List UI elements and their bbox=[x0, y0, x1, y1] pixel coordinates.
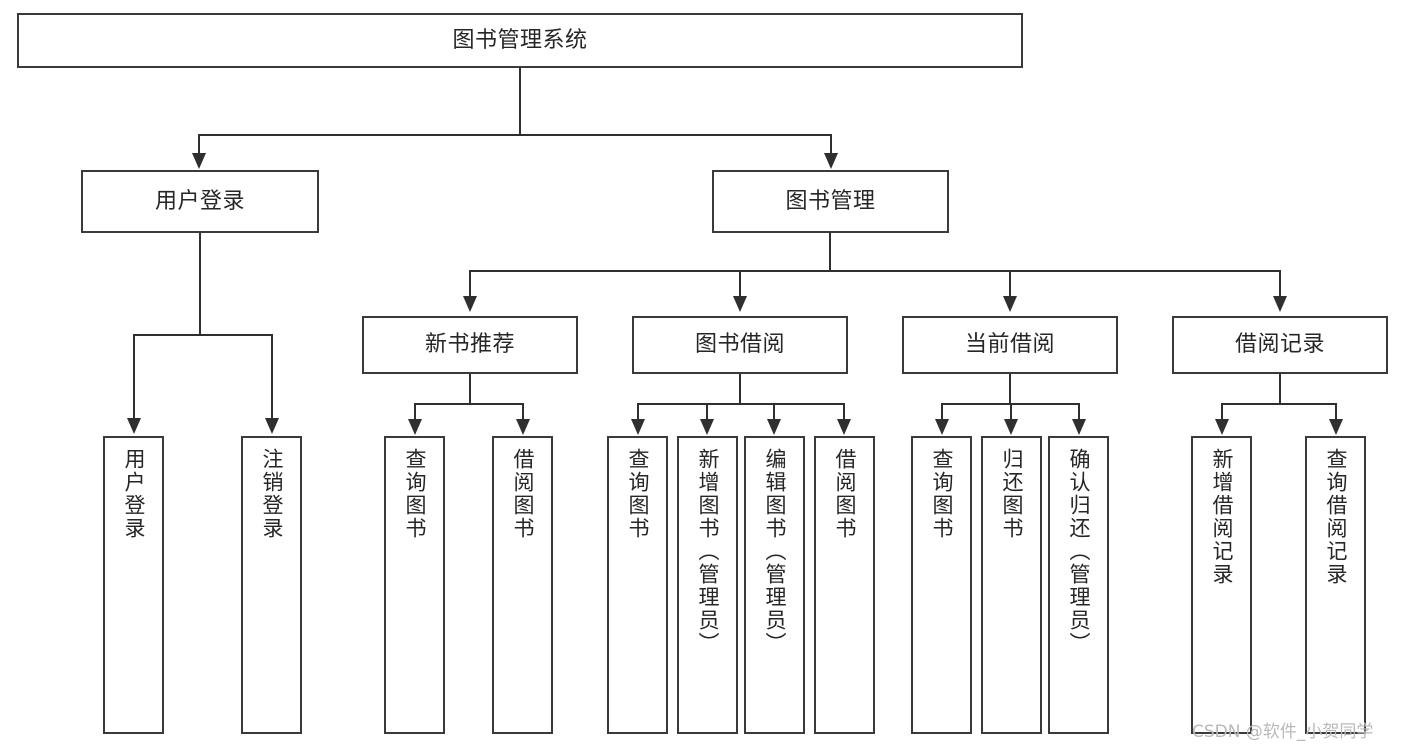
node-label: 注销登录 bbox=[260, 448, 284, 540]
arrowhead-current-borrow-leaf-1 bbox=[935, 419, 949, 435]
leaf-query-record[interactable]: 查询借阅记录 bbox=[1305, 436, 1366, 734]
node-label: 图书管理系统 bbox=[452, 27, 588, 53]
node-current-borrow[interactable]: 当前借阅 bbox=[902, 316, 1118, 374]
connector-user-login-bar bbox=[133, 334, 273, 336]
leaf-add-record[interactable]: 新增借阅记录 bbox=[1191, 436, 1252, 734]
node-root-system[interactable]: 图书管理系统 bbox=[17, 13, 1023, 68]
connector-new-book-leaf-2 bbox=[522, 403, 524, 421]
node-label: 查询借阅记录 bbox=[1324, 448, 1348, 586]
connector-root-to-book-management bbox=[830, 134, 832, 156]
leaf-query-book-1[interactable]: 查询图书 bbox=[384, 436, 445, 734]
node-book-management[interactable]: 图书管理 bbox=[712, 170, 949, 233]
leaf-borrow-book-2[interactable]: 借阅图书 bbox=[814, 436, 875, 734]
leaf-add-book[interactable]: 新增图书（管理员） bbox=[677, 436, 738, 734]
node-label: 查询图书 bbox=[403, 448, 427, 540]
connector-borrow-record-stem bbox=[1279, 374, 1281, 405]
connector-borrow-record-leaf-1 bbox=[1221, 403, 1223, 421]
arrowhead-book-borrow-leaf-4 bbox=[837, 419, 851, 435]
arrowhead-borrow-record-leaf-2 bbox=[1329, 419, 1343, 435]
node-label: 当前借阅 bbox=[964, 332, 1055, 358]
watermark-text: CSDN @软件_小贺同学 bbox=[1192, 722, 1374, 742]
leaf-return-book[interactable]: 归还图书 bbox=[981, 436, 1042, 734]
node-label: 查询图书 bbox=[930, 448, 954, 540]
leaf-query-book-2[interactable]: 查询图书 bbox=[607, 436, 668, 734]
connector-current-borrow-stem bbox=[1009, 374, 1011, 405]
connector-root-bar bbox=[198, 134, 832, 136]
connector-borrow-record-bar bbox=[1221, 403, 1337, 405]
connector-book-management-stem bbox=[829, 233, 831, 272]
arrowhead-current-borrow-leaf-3 bbox=[1072, 419, 1086, 435]
connector-user-login-to-leaf-1 bbox=[133, 334, 135, 420]
connector-new-book-stem bbox=[469, 374, 471, 405]
connector-user-login-to-leaf-2 bbox=[271, 334, 273, 420]
arrowhead-user-login-leaf-2 bbox=[265, 418, 279, 434]
node-label: 新增图书（管理员） bbox=[696, 448, 720, 655]
connector-bm-to-book-borrow bbox=[739, 270, 741, 298]
arrowhead-new-book-leaf-2 bbox=[516, 419, 530, 435]
node-label: 图书管理 bbox=[785, 188, 876, 214]
connector-book-management-bar bbox=[469, 270, 1281, 272]
arrowhead-new-book-leaf-1 bbox=[408, 419, 422, 435]
connector-bm-to-new-book bbox=[469, 270, 471, 298]
arrowhead-bm-book-borrow bbox=[733, 296, 747, 312]
node-label: 借阅图书 bbox=[833, 448, 857, 540]
connector-book-borrow-leaf-2 bbox=[706, 403, 708, 421]
arrowhead-bm-current-borrow bbox=[1003, 296, 1017, 312]
connector-user-login-stem bbox=[199, 233, 201, 335]
leaf-logout-login[interactable]: 注销登录 bbox=[241, 436, 302, 734]
connector-book-borrow-stem bbox=[739, 374, 741, 405]
leaf-query-book-3[interactable]: 查询图书 bbox=[911, 436, 972, 734]
leaf-user-login[interactable]: 用户登录 bbox=[103, 436, 164, 734]
arrowhead-borrow-record-leaf-1 bbox=[1215, 419, 1229, 435]
connector-new-book-bar bbox=[414, 403, 524, 405]
connector-current-borrow-leaf-2 bbox=[1010, 403, 1012, 421]
connector-root-to-user-login bbox=[198, 134, 200, 156]
node-new-book-recommend[interactable]: 新书推荐 bbox=[362, 316, 578, 374]
arrowhead-bm-borrow-record bbox=[1273, 296, 1287, 312]
connector-book-borrow-bar bbox=[637, 403, 845, 405]
node-label: 借阅图书 bbox=[511, 448, 535, 540]
arrowhead-book-borrow-leaf-1 bbox=[631, 419, 645, 435]
connector-book-borrow-leaf-3 bbox=[773, 403, 775, 421]
arrowhead-current-borrow-leaf-2 bbox=[1004, 419, 1018, 435]
node-book-borrow[interactable]: 图书借阅 bbox=[632, 316, 848, 374]
node-label: 查询图书 bbox=[626, 448, 650, 540]
node-label: 编辑图书（管理员） bbox=[763, 448, 787, 655]
connector-bm-to-borrow-record bbox=[1279, 270, 1281, 298]
connector-current-borrow-leaf-3 bbox=[1078, 403, 1080, 421]
node-label: 归还图书 bbox=[1000, 448, 1024, 540]
arrowhead-book-borrow-leaf-3 bbox=[767, 419, 781, 435]
arrowhead-user-login-leaf-1 bbox=[127, 418, 141, 434]
connector-root-stem bbox=[519, 68, 521, 136]
node-label: 确认归还（管理员） bbox=[1067, 448, 1091, 655]
node-borrow-record[interactable]: 借阅记录 bbox=[1172, 316, 1388, 374]
leaf-edit-book[interactable]: 编辑图书（管理员） bbox=[744, 436, 805, 734]
arrowhead-book-borrow-leaf-2 bbox=[700, 419, 714, 435]
node-label: 图书借阅 bbox=[694, 332, 785, 358]
leaf-borrow-book-1[interactable]: 借阅图书 bbox=[492, 436, 553, 734]
node-label: 用户登录 bbox=[122, 448, 146, 540]
node-label: 新增借阅记录 bbox=[1210, 448, 1234, 586]
node-label: 新书推荐 bbox=[424, 332, 515, 358]
arrowhead-root-to-book-management bbox=[824, 153, 838, 169]
node-label: 借阅记录 bbox=[1234, 332, 1325, 358]
node-user-login[interactable]: 用户登录 bbox=[81, 170, 319, 233]
arrowhead-bm-new-book bbox=[463, 296, 477, 312]
leaf-confirm-return[interactable]: 确认归还（管理员） bbox=[1048, 436, 1109, 734]
connector-borrow-record-leaf-2 bbox=[1335, 403, 1337, 421]
connector-bm-to-current-borrow bbox=[1009, 270, 1011, 298]
connector-book-borrow-leaf-1 bbox=[637, 403, 639, 421]
node-label: 用户登录 bbox=[154, 188, 245, 214]
connector-current-borrow-leaf-1 bbox=[941, 403, 943, 421]
connector-book-borrow-leaf-4 bbox=[843, 403, 845, 421]
connector-new-book-leaf-1 bbox=[414, 403, 416, 421]
arrowhead-root-to-user-login bbox=[192, 153, 206, 169]
